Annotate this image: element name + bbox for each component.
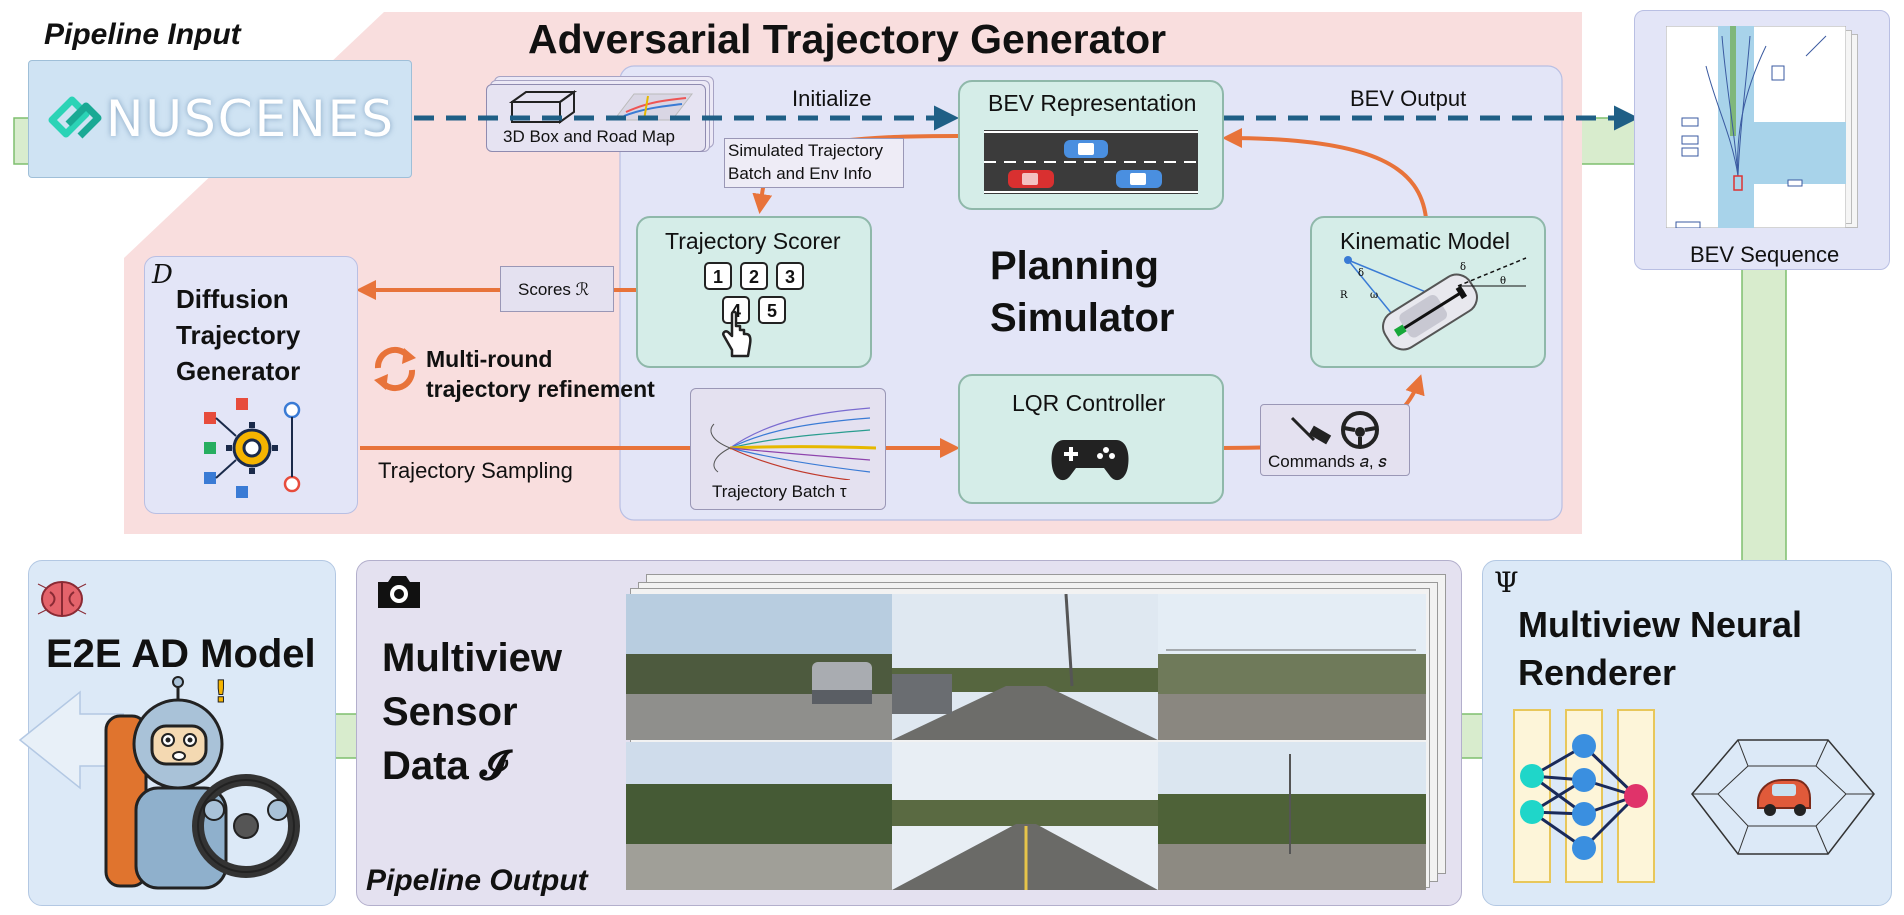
svg-text:θ: θ — [1500, 276, 1506, 287]
svg-text:δ: δ — [1460, 262, 1466, 273]
sensor-line1: Multiview — [382, 636, 563, 680]
pedal-icon — [1290, 416, 1332, 445]
pipeline-output-label: Pipeline Output — [366, 864, 588, 897]
steering-wheel-icon — [1341, 411, 1379, 449]
bev-road-graphic — [984, 130, 1198, 194]
bev-sequence-label: BEV Sequence — [1690, 242, 1840, 267]
trajectory-sampling-label: Trajectory Sampling — [378, 458, 573, 483]
box3d-label: 3D Box and Road Map — [503, 127, 675, 146]
trajectory-scorer-box — [636, 216, 872, 368]
planning-simulator-line1: Planning — [990, 244, 1159, 288]
renderer-line1: Multiview Neural — [1518, 604, 1803, 645]
nuscenes-logo-text: NUSCENES — [106, 90, 395, 148]
camera-back — [892, 742, 1158, 890]
e2e-model-title: E2E AD Model — [46, 632, 316, 676]
camera-front — [892, 594, 1158, 740]
kinematic-model-title: Kinematic Model — [1340, 228, 1511, 254]
robot-driver-icon: ! — [104, 676, 300, 890]
box3d-icon — [508, 90, 578, 124]
nuscenes-logo-icon — [48, 96, 102, 139]
scores-box — [500, 266, 614, 312]
initialize-label: Initialize — [792, 86, 872, 111]
scorer-key-1: 1 — [704, 262, 732, 290]
kinematic-car-diagram: θ δ δ R ω — [1340, 256, 1527, 351]
camera-front-right — [1158, 594, 1426, 740]
bev-sequence-map — [1666, 26, 1846, 228]
car-cameras-icon — [1691, 739, 1875, 855]
svg-text:ω: ω — [1370, 290, 1378, 301]
neural-network-icon — [1513, 709, 1655, 883]
simulated-trajectory-line2: Batch and Env Info — [728, 164, 872, 183]
renderer-line2: Renderer — [1518, 652, 1677, 693]
diffusion-line2: Trajectory — [176, 320, 301, 350]
gear-network-icon — [204, 398, 301, 498]
blue-car-bottom — [1116, 170, 1162, 188]
gamepad-icon — [1051, 440, 1129, 481]
multiview-camera-grid — [626, 594, 1426, 890]
trajectory-batch-graphic — [710, 407, 876, 480]
simulated-trajectory-box — [724, 138, 904, 188]
trajectory-batch-box — [690, 388, 886, 510]
nuscenes-logo-box — [28, 60, 412, 178]
brain-icon — [37, 581, 87, 617]
scorer-key-5: 5 — [758, 296, 786, 324]
scorer-key-2: 2 — [740, 262, 768, 290]
simulated-trajectory-line1: Simulated Trajectory — [728, 141, 883, 160]
camera-icon — [378, 576, 420, 608]
road-map-icon — [612, 93, 694, 121]
kinematic-model-box — [1310, 216, 1546, 368]
svg-text:R: R — [1340, 290, 1348, 301]
adversarial-title: Adversarial Trajectory Generator — [528, 16, 1167, 62]
refresh-icon — [374, 346, 416, 392]
kinematic-to-bev-arrow — [1222, 128, 1428, 219]
planning-simulator-line2: Simulator — [990, 296, 1175, 340]
camera-back-left — [626, 742, 892, 890]
sensor-line2: Sensor — [382, 690, 518, 734]
scores-label: Scores ℛ — [518, 280, 590, 299]
sensor-line3: Data 𝓘 — [382, 744, 507, 788]
refinement-line2: trajectory refinement — [426, 376, 655, 402]
trajectory-scorer-title: Trajectory Scorer — [665, 228, 841, 254]
diffusion-symbol: D — [152, 260, 173, 290]
blue-car-top — [1064, 140, 1108, 158]
trajectory-batch-label: Trajectory Batch τ — [712, 482, 847, 501]
back-arrow-graphic — [18, 690, 124, 790]
diffusion-line1: Diffusion — [176, 284, 289, 314]
red-car — [1008, 170, 1054, 188]
svg-text:!: ! — [214, 676, 228, 710]
pointer-hand-icon — [722, 310, 752, 358]
scorer-key-3: 3 — [776, 262, 804, 290]
diffusion-line3: Generator — [176, 356, 301, 386]
commands-label: Commands 𝑎, 𝑠 — [1268, 452, 1387, 471]
pipeline-input-label: Pipeline Input — [44, 18, 241, 51]
refinement-line1: Multi-round — [426, 346, 553, 372]
bev-output-label: BEV Output — [1350, 86, 1467, 111]
bev-representation-title: BEV Representation — [988, 90, 1197, 116]
camera-back-right — [1158, 742, 1426, 890]
lqr-controller-box — [958, 374, 1224, 504]
lqr-controller-title: LQR Controller — [1012, 390, 1166, 416]
renderer-symbol: Ψ — [1494, 566, 1519, 599]
camera-front-left — [626, 594, 892, 740]
commands-box — [1260, 404, 1410, 476]
svg-text:δ: δ — [1358, 268, 1364, 279]
